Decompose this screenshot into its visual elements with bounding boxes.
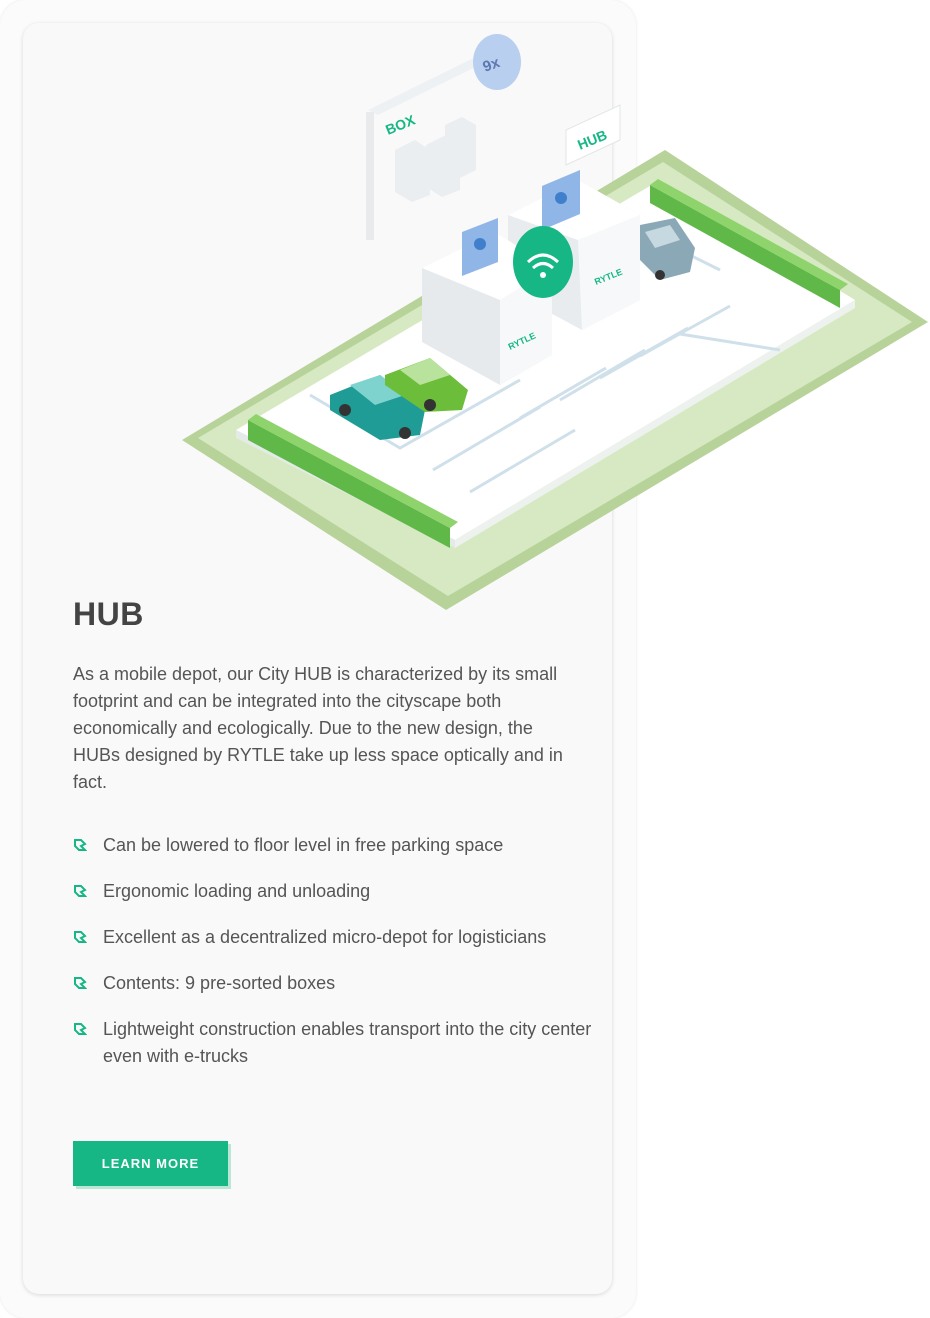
rytle-bullet-icon [74, 885, 87, 897]
feature-item: Contents: 9 pre-sorted boxes [73, 970, 593, 997]
feature-item: Can be lowered to floor level in free pa… [73, 832, 593, 859]
feature-text: Lightweight construction enables transpo… [103, 1019, 592, 1066]
feature-item: Ergonomic loading and unloading [73, 878, 593, 905]
feature-text: Can be lowered to floor level in free pa… [103, 835, 504, 855]
boxes-icon [395, 117, 476, 202]
hub-sign: HUB [565, 104, 621, 166]
feature-text: Ergonomic loading and unloading [103, 881, 371, 901]
count-badge: 9x [473, 34, 521, 90]
hub-description: As a mobile depot, our City HUB is chara… [73, 664, 563, 792]
count-badge-label: 9x [481, 54, 503, 76]
learn-more-button[interactable]: LEARN MORE [73, 1141, 228, 1186]
feature-item: Lightweight construction enables transpo… [73, 1016, 593, 1070]
rytle-bullet-icon [74, 977, 87, 989]
car-teal-icon [330, 375, 425, 440]
hub-illustration: RYTLE RYTLE BO [182, 34, 928, 610]
hedge-front [248, 414, 458, 548]
rytle-bullet-icon [74, 839, 87, 851]
feature-item: Excellent as a decentralized micro-depot… [73, 924, 593, 951]
wifi-icon [513, 226, 573, 298]
rytle-bullet-icon [74, 931, 87, 943]
feature-text: Excellent as a decentralized micro-depot… [103, 927, 547, 947]
box-sign-label: BOX [383, 111, 418, 137]
truck-icon [640, 218, 695, 280]
hedge-back [650, 179, 848, 308]
feature-text: Contents: 9 pre-sorted boxes [103, 973, 336, 993]
location-pin-icon [462, 218, 498, 276]
parking-area [236, 180, 855, 540]
car-green-icon [385, 358, 468, 412]
hub-title: HUB [73, 596, 144, 632]
rytle-bullet-icon [74, 1023, 87, 1035]
location-pin-icon [542, 170, 580, 230]
feature-list: Can be lowered to floor level in free pa… [73, 832, 593, 1089]
